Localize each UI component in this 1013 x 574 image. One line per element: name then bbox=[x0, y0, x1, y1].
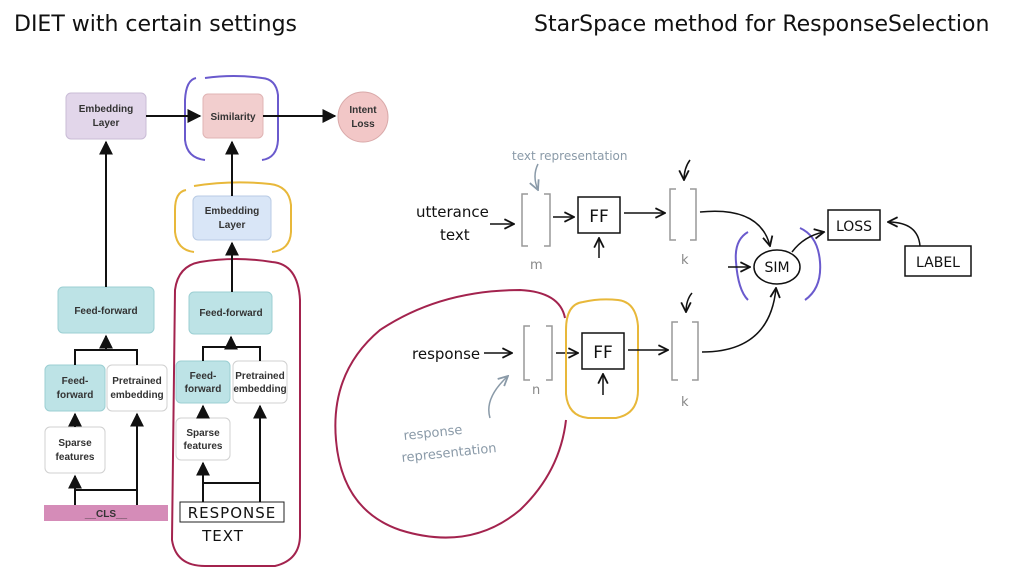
text-representation-pointer bbox=[535, 163, 538, 190]
ff-top-label: FF bbox=[589, 207, 609, 227]
vector-k-top bbox=[669, 188, 697, 241]
embedding-layer-1-label-b: Layer bbox=[93, 118, 120, 129]
pretrained-left-label-b: embedding bbox=[110, 390, 163, 401]
utterance-label-line2: text bbox=[440, 226, 470, 244]
ff-bottom-outline bbox=[565, 298, 639, 419]
k-top-to-sim-arrow bbox=[699, 210, 770, 246]
response-representation-pointer bbox=[488, 376, 508, 419]
vector-k-bottom bbox=[671, 321, 699, 381]
n-label: n bbox=[532, 383, 540, 398]
text-representation-label: text representation bbox=[512, 149, 628, 163]
similarity-label: Similarity bbox=[210, 112, 255, 123]
sparse-right-label-b: features bbox=[184, 441, 223, 452]
cls-bar: __CLS__ bbox=[44, 505, 168, 521]
label-label: LABEL bbox=[916, 255, 960, 271]
sim-outline bbox=[734, 227, 822, 301]
response-text-line1: RESPONSE bbox=[188, 504, 277, 522]
label-box: LABEL bbox=[904, 245, 972, 277]
feed-forward-small-box-right: Feed- forward bbox=[175, 360, 231, 404]
response-representation-line1: response bbox=[403, 423, 463, 444]
similarity-outline bbox=[184, 75, 279, 161]
ff-box-top: FF bbox=[577, 196, 621, 234]
loss-box: LOSS bbox=[827, 209, 881, 241]
cls-label: __CLS__ bbox=[84, 509, 128, 520]
similarity-box: Similarity bbox=[202, 93, 264, 139]
response-section-outline bbox=[334, 288, 567, 539]
utterance-label-line1: utterance bbox=[416, 203, 489, 221]
embedding-layer-2-label-a: Embedding bbox=[205, 206, 259, 217]
diet-arrows bbox=[68, 109, 337, 505]
sparse-box-right: Sparse features bbox=[175, 417, 231, 461]
k-bottom-to-sim-arrow bbox=[701, 288, 776, 353]
pretrained-right-label-b: embedding bbox=[233, 384, 286, 395]
vector-n bbox=[523, 325, 553, 381]
sparse-box-left: Sparse features bbox=[44, 426, 106, 474]
response-text-line2: TEXT bbox=[201, 527, 244, 545]
feed-forward-left-label: Feed-forward bbox=[74, 306, 137, 317]
embedding-layer-outline bbox=[174, 181, 292, 253]
ff-box-bottom: FF bbox=[581, 332, 625, 370]
right-title: StarSpace method for ResponseSelection bbox=[534, 12, 989, 37]
feed-forward-box-right: Feed-forward bbox=[188, 291, 273, 335]
feed-forward-box-left: Feed-forward bbox=[57, 286, 155, 334]
feed-forward-small-right-label-a: Feed- bbox=[190, 371, 217, 382]
m-label: m bbox=[530, 258, 543, 273]
k-bottom-label: k bbox=[681, 395, 689, 410]
pretrained-right-label-a: Pretrained bbox=[235, 371, 284, 382]
intent-loss-label-a: Intent bbox=[349, 105, 377, 116]
sparse-left-label-b: features bbox=[56, 452, 95, 463]
feed-forward-small-left-label-b: forward bbox=[57, 390, 94, 401]
embedding-layer-2-label-b: Layer bbox=[219, 220, 246, 231]
sparse-right-label-a: Sparse bbox=[186, 428, 220, 439]
embedding-layer-box-2: Embedding Layer bbox=[192, 195, 272, 241]
sparse-left-label-a: Sparse bbox=[58, 438, 92, 449]
ff-bottom-label: FF bbox=[593, 343, 613, 363]
loss-label: LOSS bbox=[836, 219, 872, 235]
sim-to-loss-arrow bbox=[791, 232, 824, 253]
vector-m bbox=[521, 193, 551, 247]
left-title: DIET with certain settings bbox=[14, 12, 297, 37]
pretrained-left-label-a: Pretrained bbox=[112, 376, 161, 387]
pretrained-box-right: Pretrained embedding bbox=[232, 360, 288, 404]
feed-forward-small-box-left: Feed- forward bbox=[44, 364, 106, 412]
response-tower-outline bbox=[170, 258, 301, 567]
pretrained-box-left: Pretrained embedding bbox=[106, 364, 168, 412]
k-top-label: k bbox=[681, 253, 689, 268]
response-representation-line2: representation bbox=[401, 441, 497, 466]
sim-label: SIM bbox=[764, 260, 789, 276]
sim-node: SIM bbox=[753, 249, 801, 285]
response-text-box: RESPONSE TEXT bbox=[179, 501, 285, 545]
feed-forward-right-label: Feed-forward bbox=[199, 308, 262, 319]
feed-forward-small-left-label-a: Feed- bbox=[62, 376, 89, 387]
k-top-in-arrow bbox=[684, 159, 691, 180]
feed-forward-small-right-label-b: forward bbox=[185, 384, 222, 395]
response-label: response bbox=[412, 345, 480, 363]
label-to-loss-arrow bbox=[888, 222, 921, 247]
intent-loss-label-b: Loss bbox=[351, 119, 375, 130]
k-bottom-in-arrow bbox=[686, 292, 693, 312]
embedding-layer-1-label-a: Embedding bbox=[79, 104, 133, 115]
intent-loss-node: Intent Loss bbox=[337, 91, 389, 143]
embedding-layer-box-1: Embedding Layer bbox=[65, 92, 147, 140]
